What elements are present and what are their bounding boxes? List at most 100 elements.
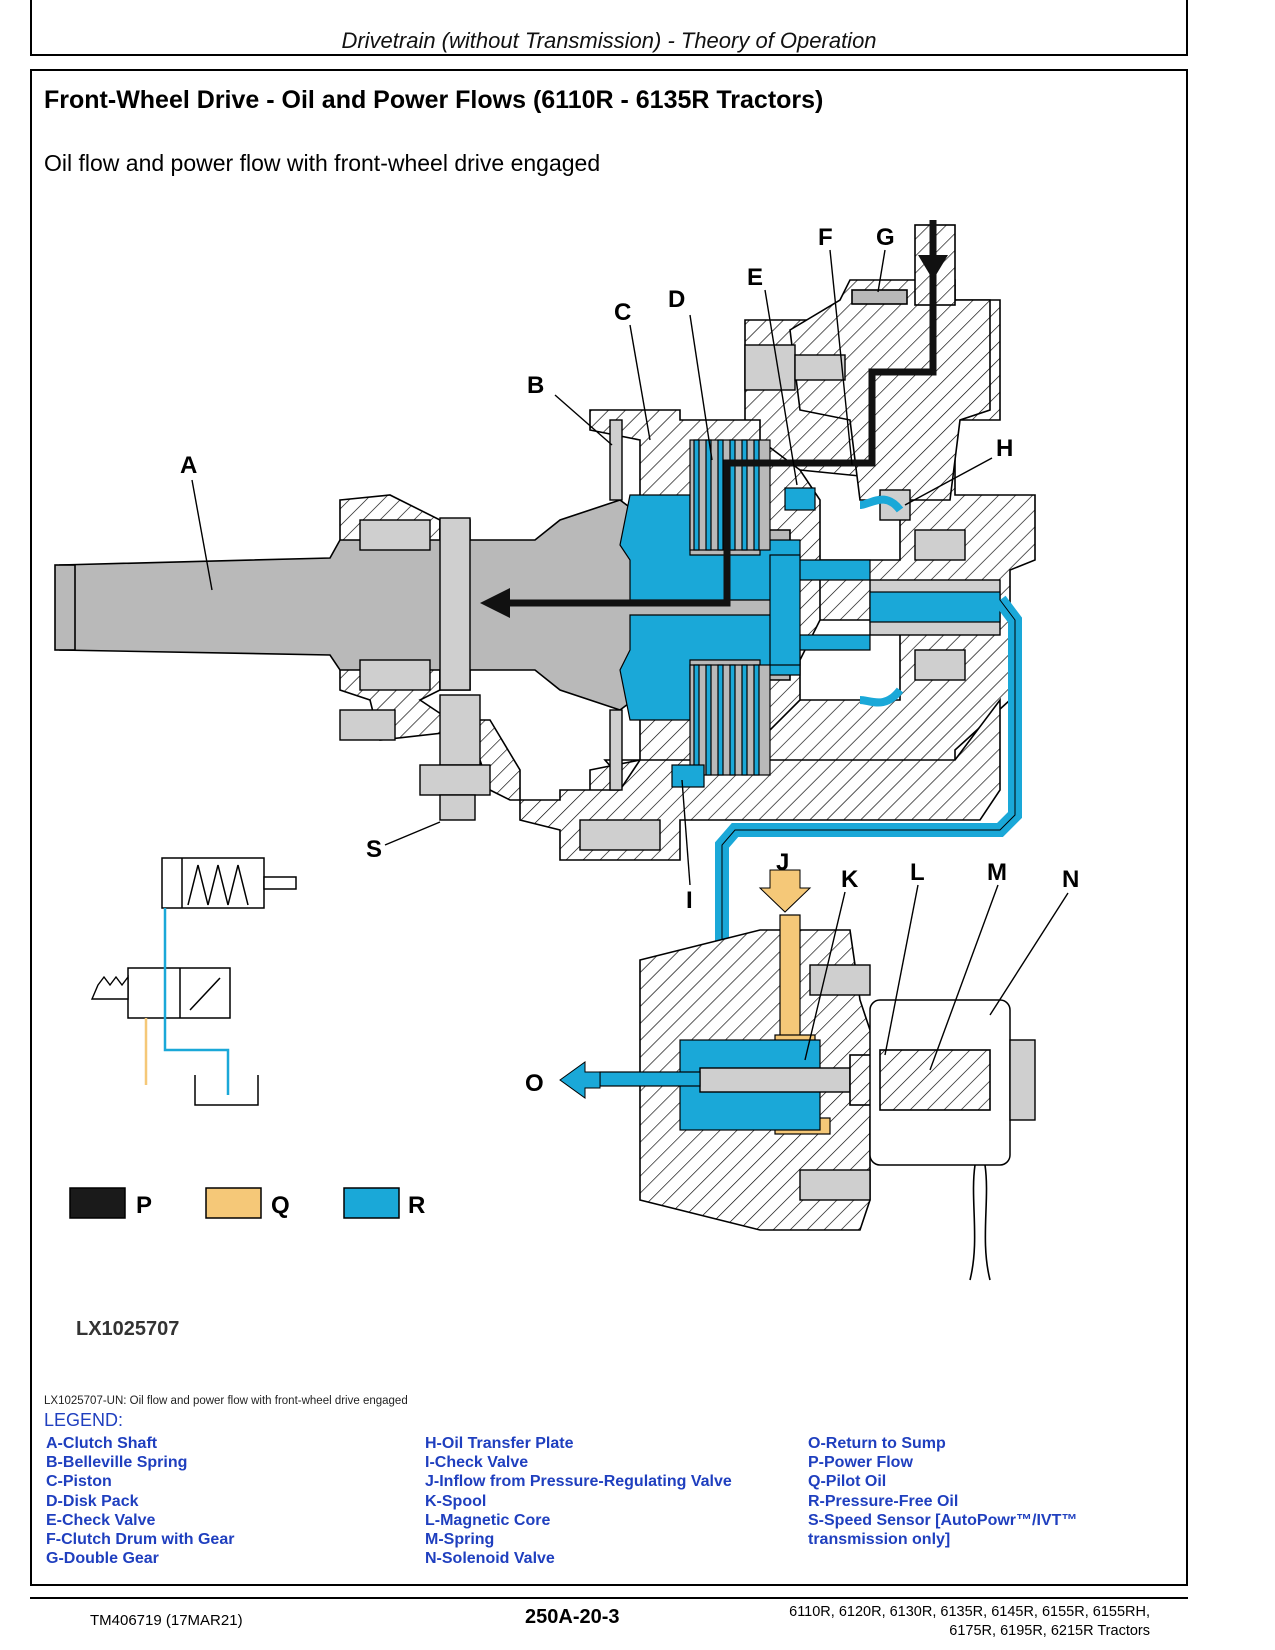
footer-page-number: 250A-20-3 xyxy=(525,1606,620,1628)
oil-shaft-passage xyxy=(869,591,1001,623)
callout-l: L xyxy=(910,859,925,886)
pilot-line xyxy=(779,914,801,1041)
legend-column-3: O-Return to Sump P-Power Flow Q-Pilot Oi… xyxy=(808,1434,1178,1549)
shaft-collar xyxy=(439,517,471,691)
oil-flow-arrow-lower xyxy=(859,687,904,707)
hex-bolt-upper xyxy=(744,344,796,391)
shaft-end-left xyxy=(54,564,76,651)
speed-sensor-tip xyxy=(439,794,476,821)
power-flow-arrowhead-out xyxy=(480,588,510,618)
callout-a: A xyxy=(180,452,197,479)
callout-b: B xyxy=(527,372,544,399)
legend-item: A-Clutch Shaft xyxy=(46,1435,158,1452)
legend-item: M-Spring xyxy=(425,1531,495,1549)
power-flow-path xyxy=(495,220,937,607)
callout-f: F xyxy=(818,224,833,251)
check-valve-e xyxy=(784,487,816,511)
legend-item: K-Spool xyxy=(425,1492,487,1510)
key-swatch-r xyxy=(343,1187,400,1219)
legend-item: Q-Pilot Oil xyxy=(808,1473,887,1491)
plug-lower xyxy=(579,819,661,851)
solenoid-end-nut xyxy=(1009,1039,1036,1121)
legend-item: P-Power Flow xyxy=(808,1454,913,1472)
oil-chamber-upper xyxy=(619,494,871,601)
valve-bolt-lower xyxy=(799,1169,871,1201)
key-swatch-q xyxy=(205,1187,262,1219)
callout-c: C xyxy=(614,299,631,326)
legend-item: G-Double Gear xyxy=(46,1550,159,1568)
legend-item: H-Oil Transfer Plate xyxy=(425,1435,574,1452)
callout-e: E xyxy=(747,264,763,291)
footer-models-line-2: 6175R, 6195R, 6215R Tractors xyxy=(949,1623,1150,1639)
footer-models: 6110R, 6120R, 6130R, 6135R, 6145R, 6155R… xyxy=(700,1603,1150,1641)
legend-title: LEGEND: xyxy=(44,1410,124,1430)
section-title: Front-Wheel Drive - Oil and Power Flows … xyxy=(44,86,824,114)
bearing-upper-left xyxy=(359,519,431,551)
footer-rule xyxy=(30,1597,1188,1599)
legend-item: C-Piston xyxy=(46,1473,112,1491)
figure-id: LX1025707 xyxy=(76,1318,180,1340)
solenoid-core-inner xyxy=(879,1049,991,1111)
legend-item: S-Speed Sensor [AutoPowr™/IVT™ transmiss… xyxy=(808,1511,1078,1549)
legend-item: L-Magnetic Core xyxy=(425,1511,551,1529)
callout-i: I xyxy=(686,887,693,914)
valve-bolt-upper xyxy=(809,964,871,996)
legend-item: O-Return to Sump xyxy=(808,1435,946,1452)
bearing-lower-left xyxy=(359,659,431,691)
oil-port-center xyxy=(769,554,801,666)
return-to-sump-arrow xyxy=(559,1061,601,1099)
check-valve-i xyxy=(671,764,705,788)
clutch-cross-section-diagram: A B C D E F G H I J K L M N O S P Q R xyxy=(54,220,1079,1281)
spool xyxy=(699,1067,851,1093)
bearing-upper-right xyxy=(914,529,966,561)
figure-subtitle: Oil flow and power flow with front-wheel… xyxy=(44,150,601,176)
schematic-tank xyxy=(194,1075,259,1106)
oil-flow-arrow-upper xyxy=(859,495,904,513)
schematic-valve-arrow xyxy=(189,977,221,1011)
belleville-spring-lower xyxy=(609,709,623,791)
legend-item: R-Pressure-Free Oil xyxy=(808,1492,959,1510)
speed-sensor-body xyxy=(439,694,481,766)
legend-column-2: H-Oil Transfer Plate I-Check Valve J-Inf… xyxy=(425,1434,732,1568)
callout-g: G xyxy=(876,224,895,251)
key-label-r: R xyxy=(408,1192,425,1219)
legend-item: I-Check Valve xyxy=(425,1454,529,1472)
page-header: Drivetrain (without Transmission) - Theo… xyxy=(30,0,1188,56)
figure-caption: LX1025707-UN: Oil flow and power flow wi… xyxy=(44,1395,408,1407)
callout-s: S xyxy=(366,836,382,863)
legend-item: B-Belleville Spring xyxy=(46,1454,188,1472)
schematic-actuator xyxy=(90,974,129,1000)
speed-sensor-nut xyxy=(419,764,491,796)
legend-item: J-Inflow from Pressure-Regulating Valve xyxy=(425,1473,732,1491)
key-label-p: P xyxy=(136,1192,152,1219)
footer-doc-id: TM406719 (17MAR21) xyxy=(90,1612,243,1629)
key-label-q: Q xyxy=(271,1192,290,1219)
leader-lines xyxy=(191,249,1069,1071)
callout-m: M xyxy=(987,859,1007,886)
gear-stub xyxy=(851,289,908,305)
schematic-valve xyxy=(127,967,231,1019)
power-flow-arrowhead-in xyxy=(918,255,948,280)
inflow-arrow-j xyxy=(758,869,812,913)
legend-column-1: A-Clutch Shaft B-Belleville Spring C-Pis… xyxy=(46,1434,234,1568)
legend-item: D-Disk Pack xyxy=(46,1492,139,1510)
key-swatch-p xyxy=(69,1187,126,1219)
legend-item: N-Solenoid Valve xyxy=(425,1550,555,1568)
callout-d: D xyxy=(668,286,685,313)
callout-k: K xyxy=(841,866,859,893)
header-title: Drivetrain (without Transmission) - Theo… xyxy=(341,28,877,53)
callout-j: J xyxy=(776,849,789,876)
callout-o: O xyxy=(525,1070,544,1097)
bolt-shank-upper xyxy=(794,354,846,381)
color-key: P Q R xyxy=(69,1187,425,1219)
bearing-lower-right xyxy=(914,649,966,681)
belleville-spring-upper xyxy=(609,419,623,501)
schematic-rod xyxy=(263,876,297,890)
hex-bolt-lower-left xyxy=(339,709,396,741)
footer-models-line-1: 6110R, 6120R, 6130R, 6135R, 6145R, 6155R… xyxy=(789,1604,1150,1620)
callout-h: H xyxy=(996,435,1013,462)
oil-return-line-border xyxy=(721,599,1016,1050)
schematic-spring xyxy=(187,864,249,906)
content-frame xyxy=(30,69,1188,1586)
legend-item: F-Clutch Drum with Gear xyxy=(46,1531,235,1549)
